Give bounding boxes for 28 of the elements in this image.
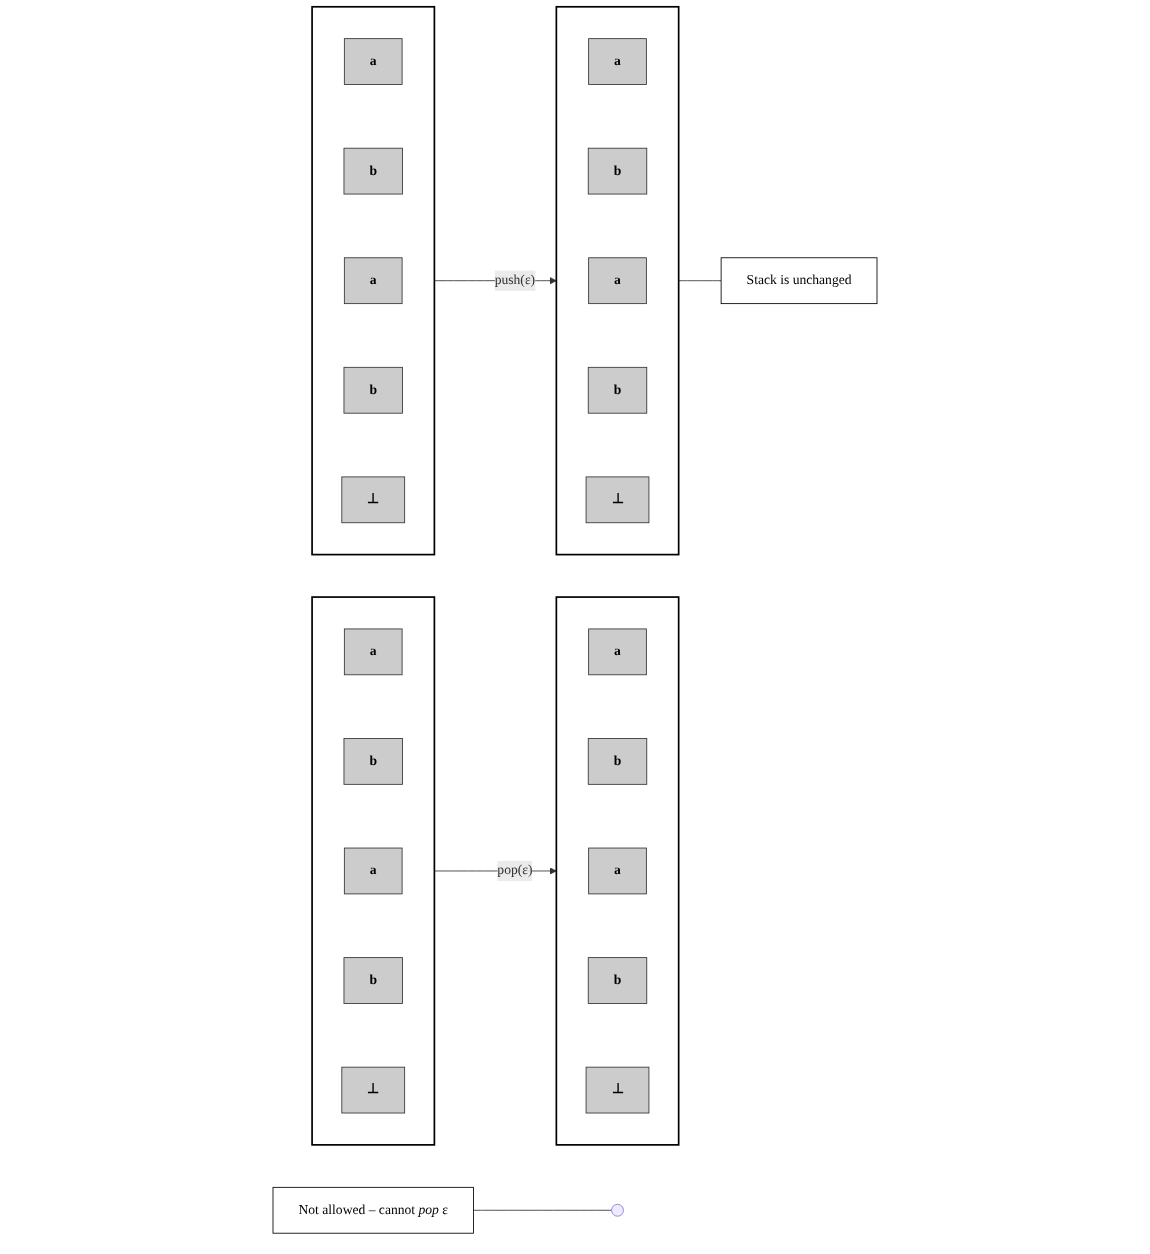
- node-box: [587, 366, 648, 414]
- connector: [678, 280, 722, 282]
- node-box: [343, 738, 403, 785]
- node-box: [588, 628, 647, 676]
- node-box: [588, 38, 647, 85]
- node-box: [585, 1066, 650, 1114]
- node-box: [587, 147, 648, 195]
- node-box: [585, 476, 650, 524]
- node-box: [587, 738, 648, 785]
- node-box: [341, 1066, 406, 1114]
- node-box: [720, 257, 878, 305]
- node-box: [343, 38, 403, 85]
- cluster: [311, 596, 436, 1146]
- node-box: [587, 957, 648, 1004]
- cluster: [555, 5, 680, 556]
- node-box: [343, 147, 403, 195]
- cluster: [555, 596, 680, 1146]
- node-box: [343, 628, 403, 676]
- node-box: [272, 1186, 474, 1234]
- node-box: [341, 476, 406, 524]
- node-box: [343, 847, 403, 895]
- cluster: [311, 5, 436, 556]
- node-box: [343, 366, 403, 414]
- connector: [473, 1209, 612, 1211]
- node-box: [588, 847, 647, 895]
- node-box: [343, 957, 403, 1004]
- node-box: [588, 257, 647, 305]
- node-box: [343, 257, 403, 305]
